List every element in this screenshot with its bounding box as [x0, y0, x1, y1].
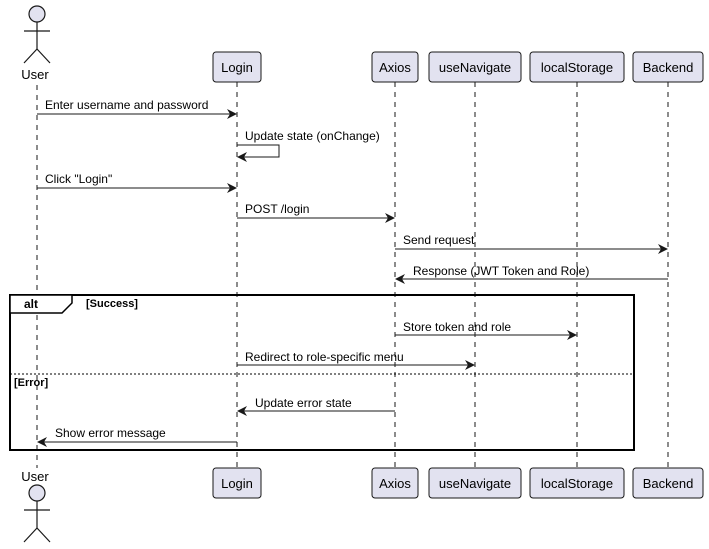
participant-usenavigate-top: useNavigate [428, 51, 522, 83]
actor-head [28, 5, 46, 23]
message-arrow-self [237, 144, 280, 162]
message-label: Store token and role [403, 320, 511, 334]
alt-success-label: [Success] [86, 298, 138, 310]
alt-keyword: alt [24, 297, 38, 311]
message-label: Click "Login" [45, 172, 112, 186]
alt-error-label: [Error] [14, 377, 49, 389]
participant-label: Axios [379, 476, 411, 491]
participant-boxes-bottom: Login Axios useNavigate localStorage Bac… [212, 467, 704, 499]
participant-label: Login [221, 60, 253, 75]
messages [37, 109, 668, 447]
participant-backend-bottom: Backend [632, 467, 704, 499]
participant-usenavigate-bottom: useNavigate [428, 467, 522, 499]
actor-user-bottom [23, 484, 51, 543]
actor-head [28, 484, 46, 502]
message-label: Response (JWT Token and Role) [413, 264, 589, 278]
participant-label: localStorage [541, 476, 613, 491]
participant-label: Login [221, 476, 253, 491]
actor-user-label-bottom: User [21, 469, 49, 484]
participant-boxes-top: Login Axios useNavigate localStorage Bac… [212, 51, 704, 83]
message-label: Show error message [55, 426, 166, 440]
message-label: Update error state [255, 396, 352, 410]
participant-label: useNavigate [439, 476, 511, 491]
participant-label: Backend [643, 476, 694, 491]
actor-user-label-top: User [21, 67, 49, 82]
message-label: Send request [403, 233, 475, 247]
participant-label: localStorage [541, 60, 613, 75]
alt-fragment: alt [Success] [Error] [9, 294, 635, 451]
participant-login-bottom: Login [212, 467, 262, 499]
message-labels: Enter username and password Update state… [45, 98, 589, 440]
participant-axios-top: Axios [371, 51, 419, 83]
message-label: Enter username and password [45, 98, 208, 112]
participant-label: Backend [643, 60, 694, 75]
alt-tab [9, 294, 73, 314]
alt-frame [9, 294, 635, 451]
participant-localstorage-top: localStorage [529, 51, 625, 83]
message-label: Redirect to role-specific menu [245, 350, 404, 364]
participant-localstorage-bottom: localStorage [529, 467, 625, 499]
participant-axios-bottom: Axios [371, 467, 419, 499]
participant-label: Axios [379, 60, 411, 75]
participant-backend-top: Backend [632, 51, 704, 83]
participant-label: useNavigate [439, 60, 511, 75]
message-label: Update state (onChange) [245, 129, 380, 143]
message-label: POST /login [245, 202, 309, 216]
participant-login-top: Login [212, 51, 262, 83]
actor-user-top [23, 5, 51, 64]
